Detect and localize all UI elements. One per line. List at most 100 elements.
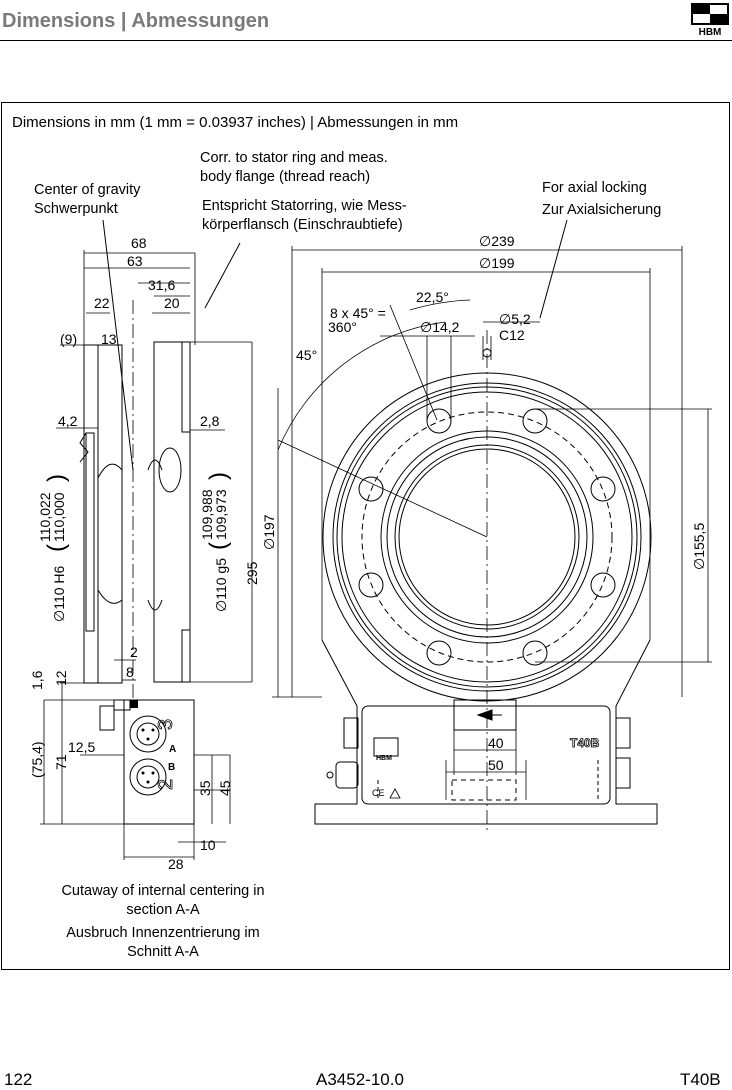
dim-63: 63 [127,253,143,269]
dim-13: 13 [101,331,117,347]
front-view-body [314,330,658,830]
dim-12-5: 12,5 [68,739,95,755]
side-bore-hub [85,432,95,632]
drawing-frame [1,102,730,970]
stator-step-top [181,341,191,433]
dim-2-8: 2,8 [200,413,220,429]
front-bolt-hole [426,640,452,666]
side-small-block [113,699,131,711]
front-bolt-circle [361,411,613,663]
dim-d5-2: ∅5,2 [499,311,531,327]
dim-31-6: 31,6 [148,277,175,293]
side-cable-gland [99,705,115,731]
connector-a [129,715,167,753]
dim-2: 2 [130,644,138,660]
connector-b-inner [136,765,160,789]
dim-28: 28 [168,856,184,872]
note-stator-ring-de: Entspricht Statorring, wie Mess- körperf… [202,198,407,233]
dim-d155-5: ∅155,5 [691,523,707,570]
rotor-contour [97,463,123,479]
dim-45: 45 [217,780,233,796]
bore-h6-label: ∅110 H6 ( 110,022 110,000 ) [37,474,70,622]
dim-35: 35 [197,780,213,796]
dim-d197: ∅197 [261,514,277,550]
dim-68: 68 [131,235,147,251]
front-label-dashed [451,779,517,801]
shaft-g5-label: ∅110 g5 ( 109,988 109,973 ) [199,472,232,612]
logo-text: HBM [698,27,722,38]
leader-stator [204,242,241,309]
dim-40: 40 [488,735,504,751]
arrow-icon [476,709,493,721]
ce-mark: CE [372,788,385,798]
dim-50: 50 [488,757,504,773]
header-rule [0,40,732,41]
svg-text:): ) [43,474,70,482]
svg-text:109,988: 109,988 [199,489,215,540]
note-stator-ring-en: Corr. to stator ring and meas. body flan… [200,150,388,185]
side-housing [123,699,195,825]
page-header-title: Dimensions | Abmessungen [2,10,270,32]
side-dimension-lines [40,250,253,860]
dim-holes-line1: 8 x 45° = [330,305,386,321]
warning-triangle-icon [389,788,401,799]
leader-axial [539,219,568,319]
front-gland-left [343,717,359,749]
front-dimension-lines [272,246,712,800]
dim-75-4: (75,4) [29,741,45,778]
stator-step-bottom [181,629,191,683]
connector-a-inner [136,722,160,746]
dim-8: 8 [126,664,134,680]
svg-text:(: ( [43,544,70,552]
connector-b [129,758,167,796]
front-brand-label: T40B [570,736,600,750]
side-rotor-plate [97,344,123,684]
dim-295: 295 [244,561,260,585]
connector-b-label: B [168,762,175,773]
side-view-body [79,341,195,825]
dim-10: 10 [200,837,216,853]
dim-d199: ∅199 [479,255,515,271]
front-gland-right [615,717,631,749]
dim-9: (9) [60,331,77,347]
front-housing-outline [314,639,658,825]
front-small-logo: HBM [376,755,392,762]
front-connector-plate [453,699,517,731]
product-name: T40B [680,1070,721,1089]
svg-text:∅110 g5: ∅110 g5 [213,558,229,612]
dim-angle-45: 45° [296,347,317,363]
hbm-logo-icon: HBM [690,2,730,38]
svg-text:(: ( [205,542,232,550]
dim-angle-22-5: 22,5° [416,289,449,305]
dim-holes-line2: 360° [328,319,357,335]
dim-71: 71 [53,754,69,770]
front-bolt-hole [358,572,384,598]
page-number: 122 [4,1070,33,1089]
cutaway-break [79,432,89,463]
svg-text:110,022: 110,022 [37,492,53,542]
side-stator-ring [153,341,191,683]
front-view-labels: ∅239 ∅199 22,5° 8 x 45° = 360° ∅14,2 ∅5,… [261,233,707,798]
rotor-contour-lower [97,589,123,604]
dimensions-caption: Dimensions in mm (1 mm = 0.03937 inches)… [12,114,459,131]
front-connector-left [335,761,359,789]
front-bolt-hole [522,640,548,666]
front-gland-right-lower [615,757,631,789]
note-center-of-gravity: Center of gravity Schwerpunkt [34,182,141,217]
dim-22: 22 [94,295,110,311]
stator-contour [147,459,163,611]
dim-12: 12 [53,670,69,686]
dim-1-6: 1,6 [29,670,45,690]
dim-20: 20 [164,295,180,311]
front-bolt-hole [590,572,616,598]
side-view-labels: 68 63 31,6 22 20 (9) 13 4,2 2,8 2 8 12,5… [29,235,260,872]
front-small-logo-box [373,737,399,757]
dim-d14-2: ∅14,2 [420,319,460,335]
svg-text:110,000: 110,000 [51,492,67,542]
svg-text:): ) [205,472,232,480]
note-axial-locking: For axial locking Zur Axialsicherung [542,180,662,218]
stator-bolt-ellipse [158,447,182,493]
document-number: A3452-10.0 [316,1070,404,1089]
connector-a-label: A [169,744,176,755]
